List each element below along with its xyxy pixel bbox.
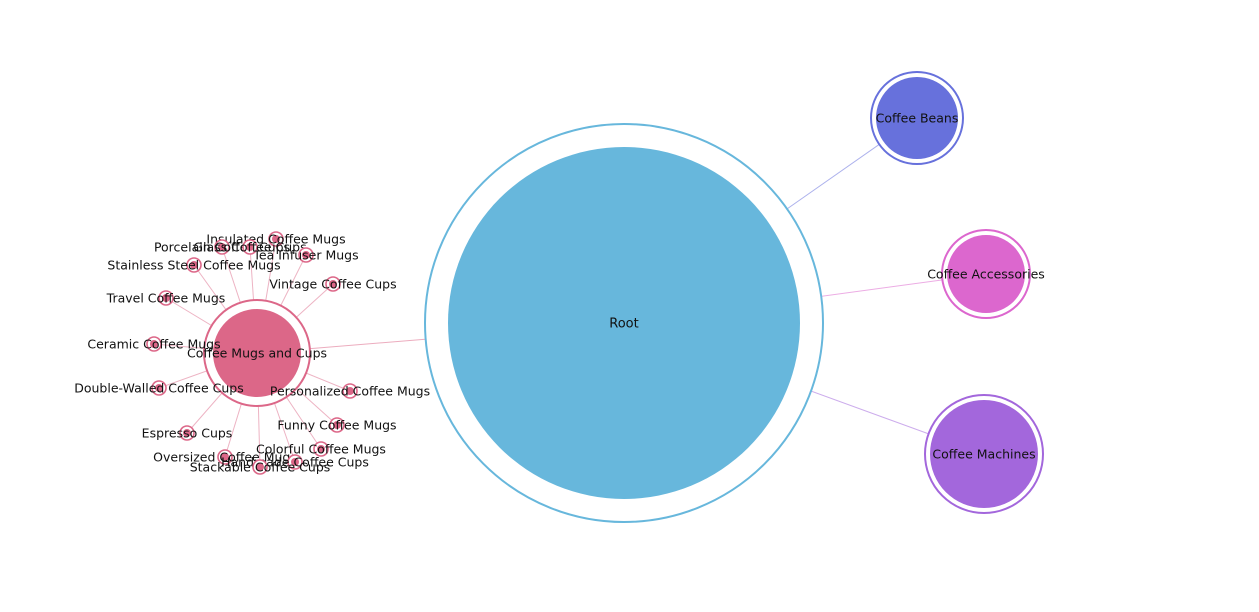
leaf-ceramic-coffee-mugs-circle	[150, 340, 158, 348]
leaf-colorful-coffee-mugs-label: Colorful Coffee Mugs	[256, 442, 386, 457]
leaf-insulated-coffee-mugs[interactable]: Insulated Coffee Mugs	[206, 231, 346, 247]
leaf-ceramic-coffee-mugs-label: Ceramic Coffee Mugs	[87, 337, 220, 352]
leaf-glass-coffee-cups-label: Glass Coffee Cups	[193, 240, 306, 255]
leaf-vintage-coffee-cups[interactable]: Vintage Coffee Cups	[269, 276, 397, 292]
leaf-tea-infuser-mugs-label: Tea Infuser Mugs	[252, 248, 358, 263]
leaf-vintage-coffee-cups-label: Vintage Coffee Cups	[269, 277, 396, 292]
leaf-funny-coffee-mugs[interactable]: Funny Coffee Mugs	[277, 417, 397, 433]
node-root-circle	[448, 147, 800, 499]
leaf-espresso-cups[interactable]: Espresso Cups	[142, 425, 233, 441]
leaf-tea-infuser-mugs[interactable]: Tea Infuser Mugs	[252, 247, 359, 263]
node-coffee-beans-circle	[876, 77, 958, 159]
leaf-porcelain-coffee-cups-circle	[218, 243, 226, 251]
node-coffee-accessories[interactable]: Coffee Accessories	[927, 229, 1045, 319]
node-coffee-beans-label: Coffee Beans	[876, 111, 959, 126]
leaf-travel-coffee-mugs-label: Travel Coffee Mugs	[106, 291, 226, 306]
node-coffee-accessories-label: Coffee Accessories	[927, 267, 1045, 282]
leaf-travel-coffee-mugs[interactable]: Travel Coffee Mugs	[106, 290, 226, 306]
leaf-personalized-coffee-mugs[interactable]: Personalized Coffee Mugs	[270, 383, 430, 399]
leaf-handmade-coffee-cups-circle	[291, 458, 299, 466]
leaf-stackable-coffee-cups-label: Stackable Coffee Cups	[190, 460, 331, 475]
leaf-insulated-coffee-mugs-circle	[272, 235, 280, 243]
leaf-stainless-steel-coffee-mugs-circle	[190, 261, 198, 269]
node-coffee-mugs-and-cups-circle	[213, 309, 301, 397]
leaf-double-walled-coffee-cups-circle	[155, 384, 163, 392]
leaf-stainless-steel-coffee-mugs-label: Stainless Steel Coffee Mugs	[107, 258, 280, 273]
leaf-tea-infuser-mugs-circle	[302, 251, 310, 259]
node-coffee-mugs-and-cups-label: Coffee Mugs and Cups	[187, 346, 327, 361]
leaf-oversized-coffee-mugs-circle	[221, 453, 229, 461]
node-root-label: Root	[609, 317, 638, 332]
node-root[interactable]: Root	[424, 123, 824, 523]
leaf-personalized-coffee-mugs-label: Personalized Coffee Mugs	[270, 384, 430, 399]
leaf-stainless-steel-coffee-mugs[interactable]: Stainless Steel Coffee Mugs	[107, 257, 281, 273]
leaf-glass-coffee-cups[interactable]: Glass Coffee Cups	[193, 239, 307, 255]
node-coffee-machines[interactable]: Coffee Machines	[924, 394, 1044, 514]
leaf-espresso-cups-label: Espresso Cups	[142, 426, 233, 441]
leaf-glass-coffee-cups-circle	[246, 243, 254, 251]
node-coffee-accessories-circle	[947, 235, 1025, 313]
leaf-double-walled-coffee-cups[interactable]: Double-Walled Coffee Cups	[74, 380, 244, 396]
leaf-insulated-coffee-mugs-label: Insulated Coffee Mugs	[206, 232, 345, 247]
leaf-stackable-coffee-cups-circle	[256, 463, 264, 471]
leaf-double-walled-coffee-cups-label: Double-Walled Coffee Cups	[74, 381, 244, 396]
node-coffee-beans[interactable]: Coffee Beans	[870, 71, 964, 165]
node-coffee-machines-label: Coffee Machines	[932, 447, 1035, 462]
leaf-funny-coffee-mugs-circle	[333, 421, 341, 429]
leaf-ceramic-coffee-mugs[interactable]: Ceramic Coffee Mugs	[87, 336, 221, 352]
leaf-vintage-coffee-cups-circle	[329, 280, 337, 288]
leaf-espresso-cups-circle	[183, 429, 191, 437]
leaf-colorful-coffee-mugs-circle	[317, 445, 325, 453]
leaf-personalized-coffee-mugs-circle	[346, 387, 354, 395]
leaf-funny-coffee-mugs-label: Funny Coffee Mugs	[277, 418, 396, 433]
leaf-travel-coffee-mugs-circle	[162, 294, 170, 302]
node-coffee-mugs-and-cups[interactable]	[203, 299, 311, 407]
leaf-colorful-coffee-mugs[interactable]: Colorful Coffee Mugs	[256, 441, 386, 457]
leaf-stackable-coffee-cups[interactable]: Stackable Coffee Cups	[190, 459, 331, 475]
node-coffee-machines-circle	[930, 400, 1038, 508]
